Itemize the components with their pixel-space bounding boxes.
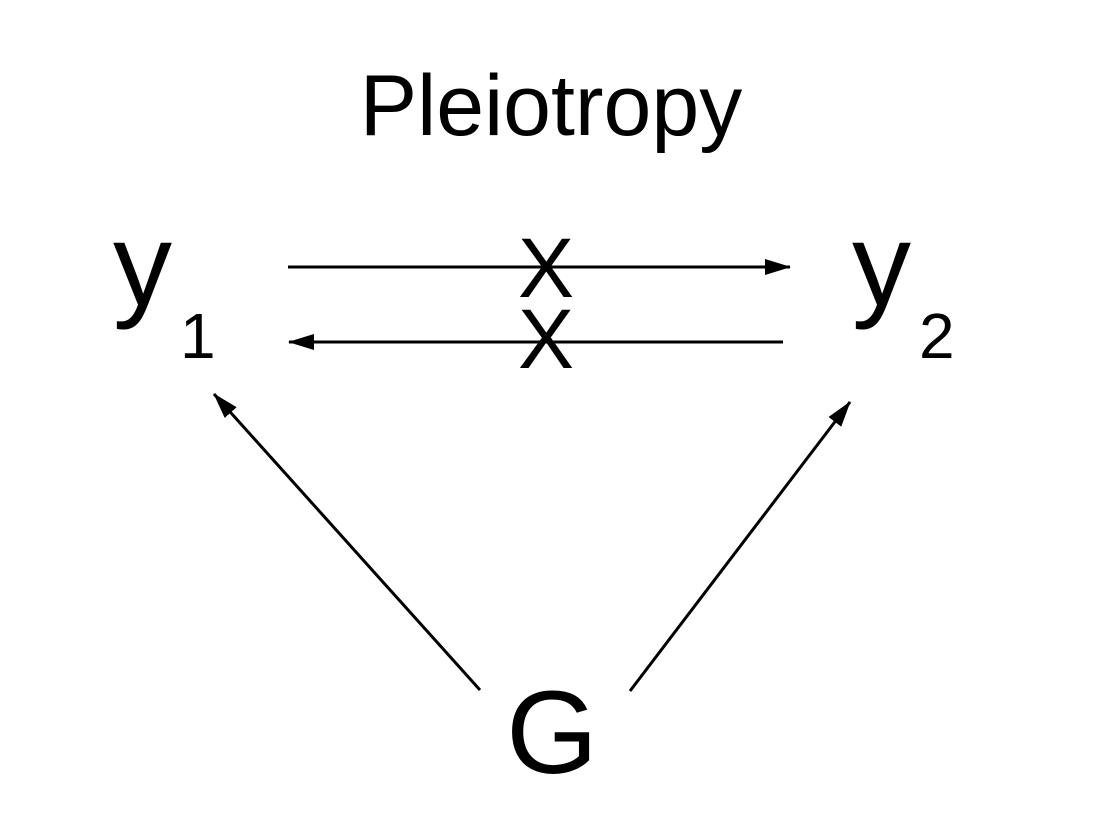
node-y2-subscript: 2 [919, 300, 955, 372]
node-y1-label: y [113, 199, 172, 331]
node-g: G [506, 667, 598, 799]
node-y1-subscript: 1 [180, 300, 216, 372]
node-y2: y 2 [852, 199, 955, 372]
diagram-title: Pleiotropy [360, 58, 742, 154]
edge-g-to-y1-arrow [212, 392, 482, 692]
edge-y2-to-y1-block-mark: X [518, 292, 574, 386]
node-y1: y 1 [113, 199, 216, 372]
node-y2-label: y [852, 199, 911, 331]
edge-g-to-y2-arrow [628, 401, 852, 692]
edge-y1-to-y2-block-mark: X [518, 221, 574, 315]
